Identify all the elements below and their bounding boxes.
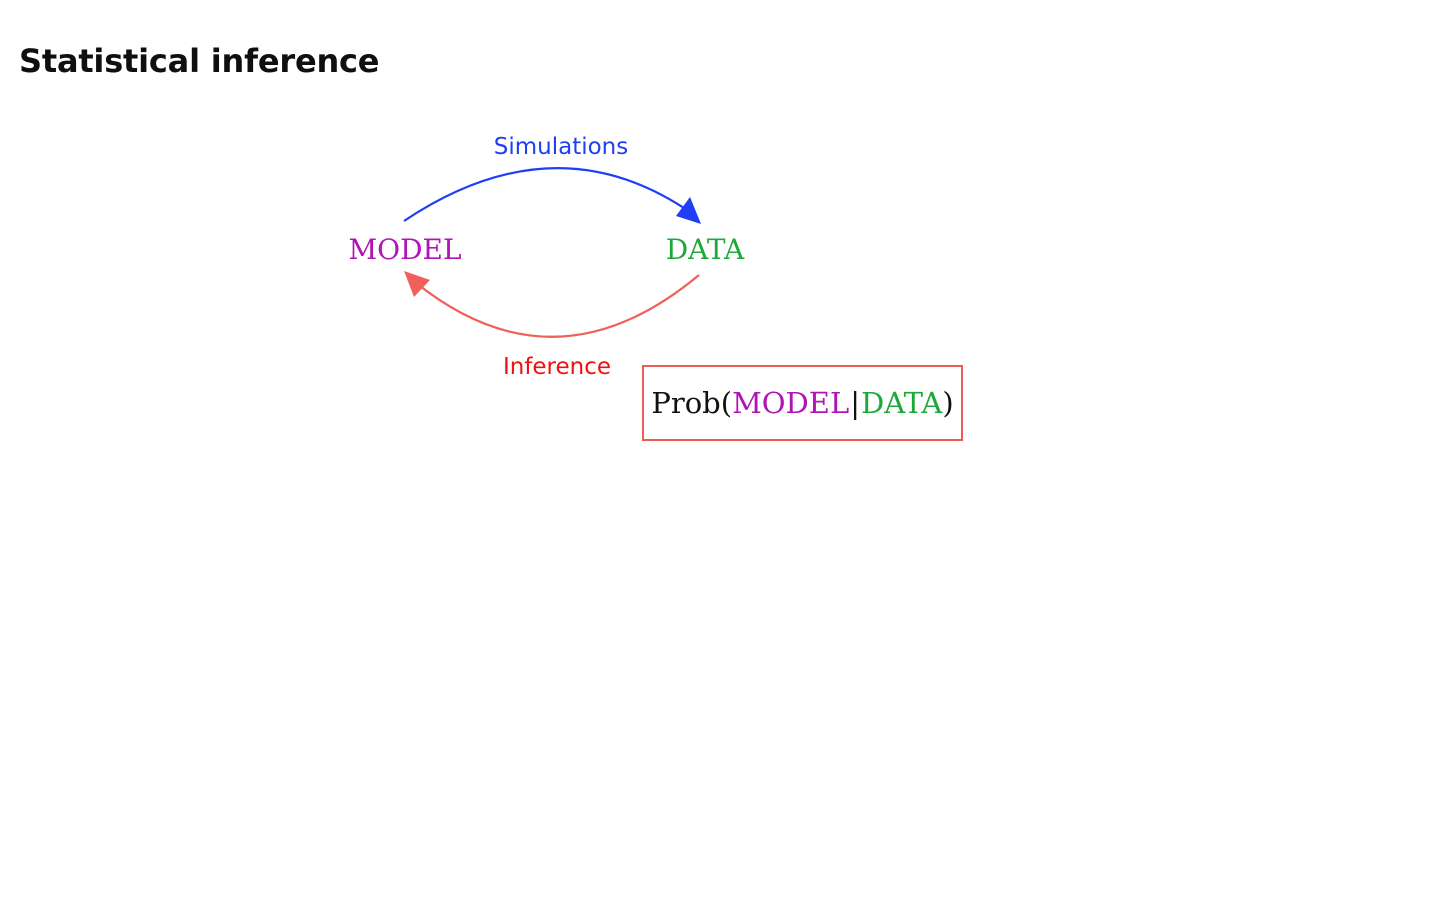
formula-suffix: ): [942, 386, 954, 420]
arrow-data-to-model-icon: [404, 271, 700, 338]
arrow-model-to-data-icon: [403, 167, 701, 224]
formula-model: MODEL: [732, 386, 850, 420]
formula-separator: |: [850, 386, 860, 420]
formula-prefix: Prob(: [651, 386, 733, 420]
model-label: MODEL: [348, 233, 461, 266]
inference-label: Inference: [503, 354, 611, 380]
probability-formula-box: Prob(MODEL|DATA): [642, 365, 963, 441]
simulations-label: Simulations: [494, 134, 629, 160]
page-title: Statistical inference: [19, 42, 380, 80]
data-label: DATA: [666, 233, 745, 266]
formula-data: DATA: [861, 386, 943, 420]
